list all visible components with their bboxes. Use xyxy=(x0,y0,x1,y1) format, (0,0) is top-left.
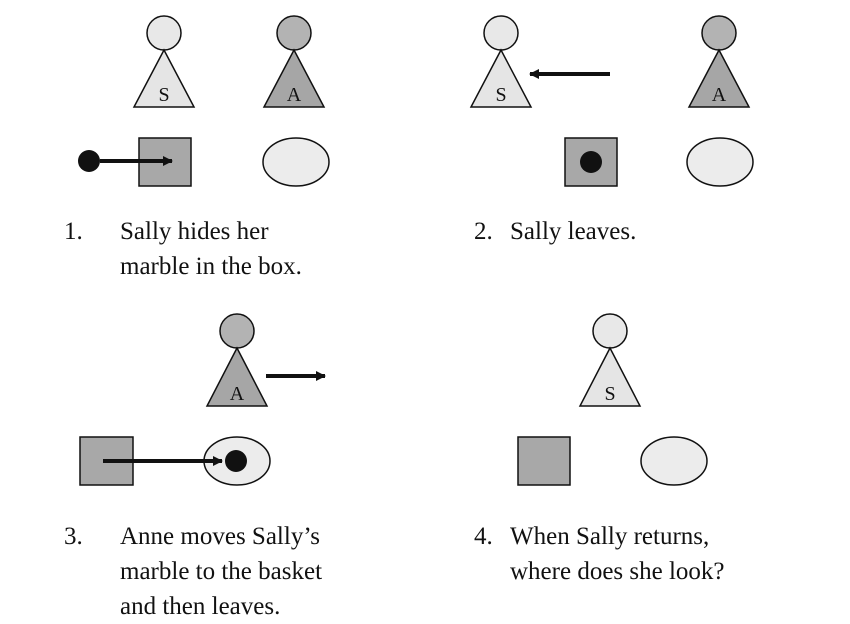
panel-4-line-1: When Sally returns, xyxy=(510,523,710,550)
panel-3-text: Anne moves Sally’s marble to the basket … xyxy=(120,519,322,624)
panel-3-line-3: and then leaves. xyxy=(120,593,281,620)
anne-letter: A xyxy=(287,84,302,106)
anne-body xyxy=(205,346,269,407)
sally-body xyxy=(578,346,642,407)
panel-2-scene: S A xyxy=(469,15,754,187)
sally-figure: S xyxy=(132,15,196,108)
panel-2-line-1: Sally leaves. xyxy=(510,218,637,245)
panel-4-caption: 4. When Sally returns, where does she lo… xyxy=(474,519,814,594)
panel-2-number: 2. xyxy=(474,218,493,245)
panel-4-number: 4. xyxy=(474,523,493,550)
panel-3-line-1: Anne moves Sally’s xyxy=(120,523,320,550)
basket xyxy=(686,137,754,187)
anne-body xyxy=(262,48,326,108)
panel-3-caption: 3. Anne moves Sally’s marble to the bask… xyxy=(64,519,394,624)
panel-1-line-2: marble in the box. xyxy=(120,253,302,280)
marble xyxy=(78,150,100,172)
anne-head xyxy=(701,15,737,51)
panel-1-number: 1. xyxy=(64,218,83,245)
panel-1-scene: S A xyxy=(78,15,330,187)
sally-head xyxy=(483,15,519,51)
panel-1-line-1: Sally hides her xyxy=(120,218,269,245)
panel-2-text: Sally leaves. xyxy=(510,214,636,249)
panel-2-caption: 2. Sally leaves. xyxy=(474,214,804,254)
anne-head xyxy=(276,15,312,51)
anne-figure: A xyxy=(687,15,751,108)
panel-4-line-2: where does she look? xyxy=(510,558,725,585)
basket xyxy=(262,137,330,187)
panel-3-line-2: marble to the basket xyxy=(120,558,323,585)
panel-3-number: 3. xyxy=(64,523,83,550)
anne-letter: A xyxy=(712,84,727,106)
panel-3-scene: A xyxy=(79,313,326,486)
panel-1-caption: 1. Sally hides her marble in the box. xyxy=(64,214,394,289)
sally-body xyxy=(132,48,196,108)
marble xyxy=(225,450,247,472)
anne-head xyxy=(219,313,255,349)
sally-head xyxy=(146,15,182,51)
anne-body xyxy=(687,48,751,108)
panel-4-text: When Sally returns, where does she look? xyxy=(510,519,725,589)
anne-letter: A xyxy=(230,383,245,405)
panel-1-text: Sally hides her marble in the box. xyxy=(120,214,302,284)
anne-figure: A xyxy=(205,313,269,407)
sally-letter: S xyxy=(495,84,506,106)
sally-figure: S xyxy=(578,313,642,407)
marble xyxy=(580,151,602,173)
panel-4-scene: S xyxy=(517,313,708,486)
sally-body xyxy=(469,48,533,108)
basket xyxy=(640,436,708,486)
box xyxy=(517,436,571,486)
sally-letter: S xyxy=(158,84,169,106)
sally-letter: S xyxy=(604,383,615,405)
anne-figure: A xyxy=(262,15,326,108)
sally-head xyxy=(592,313,628,349)
sally-figure: S xyxy=(469,15,533,108)
